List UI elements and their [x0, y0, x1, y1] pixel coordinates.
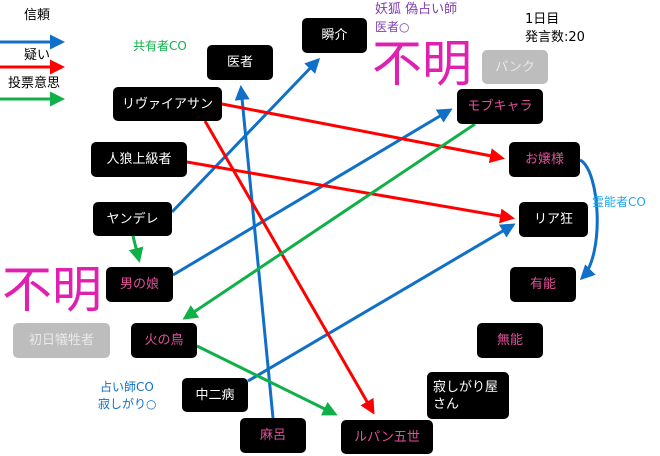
seer-result-label: 寂しがり○ [98, 397, 157, 411]
player-jinro[interactable]: 人狼上級者 [91, 142, 187, 177]
vote-arrow-yandere-otokonoko [128, 235, 144, 263]
trust-arrow-ojou-yuunou [579, 158, 599, 281]
trust-arrow-chuni-riakyo [247, 223, 516, 383]
player-leviathan[interactable]: リヴァイアサン [113, 87, 222, 121]
doubt-arrow-leviathan-ojou [221, 102, 505, 164]
day-label: 1日目 [525, 12, 560, 27]
legend-vote-label: 投票意思 [8, 76, 61, 91]
player-unknown-top[interactable]: パンク [482, 50, 548, 84]
unknown-label-left: 不明 [2, 261, 102, 319]
player-otokonoko[interactable]: 男の娘 [106, 267, 173, 302]
unknown-label-top: 不明 [372, 35, 472, 93]
vote-arrow-hinotori-lupin [196, 344, 338, 416]
player-shunsuke[interactable]: 瞬介 [302, 18, 367, 53]
fox-result-label: 医者○ [375, 20, 410, 34]
player-lupin[interactable]: ルパン五世 [341, 420, 433, 454]
doubt-arrow-leviathan-lupin [203, 120, 375, 415]
player-first-victim[interactable]: 初日犠牲者 [13, 323, 110, 358]
player-maro[interactable]: 麻呂 [240, 418, 306, 453]
fox-fake-seer-label: 妖狐 偽占い師 [375, 2, 458, 17]
doubt-arrow-jinro-riakyo [186, 160, 515, 224]
player-yuunou[interactable]: 有能 [510, 267, 576, 302]
player-ojou[interactable]: お嬢様 [509, 142, 580, 177]
player-mob[interactable]: モブキャラ [457, 89, 543, 124]
player-hinotori[interactable]: 火の鳥 [131, 323, 197, 358]
player-yandere[interactable]: ヤンデレ [93, 202, 172, 236]
player-munou[interactable]: 無能 [477, 323, 543, 358]
player-riakyo[interactable]: リア狂 [519, 202, 588, 237]
trust-arrow-maro-isha [234, 85, 275, 419]
speech-count-label: 発言数:20 [525, 30, 585, 45]
sharer-co-label: 共有者CO [133, 39, 187, 53]
medium-co-label: 霊能者CO [592, 195, 646, 209]
trust-arrow-otokonoko-mob [172, 108, 453, 277]
seer-co-label: 占い師CO [100, 380, 154, 394]
legend-trust-label: 信頼 [24, 8, 51, 23]
legend-doubt-label: 疑い [24, 48, 51, 63]
player-sabishi[interactable]: 寂しがり屋さん [427, 372, 509, 419]
player-chuni[interactable]: 中二病 [182, 378, 248, 412]
player-isha[interactable]: 医者 [207, 45, 273, 80]
vote-arrow-mob-hinotori [182, 122, 476, 320]
